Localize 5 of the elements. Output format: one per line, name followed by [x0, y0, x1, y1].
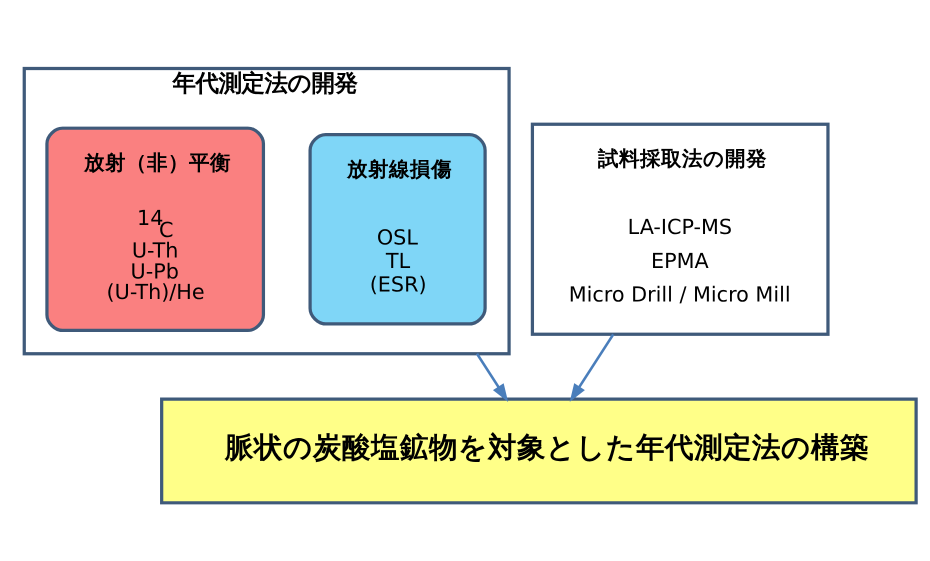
node-box: 試料採取法の開発 LA-ICP-MS EPMA Micro Drill / Micro Mill	[530, 122, 830, 336]
arrow	[476, 353, 508, 402]
node-box: 脈状の炭酸塩鉱物を対象とした年代測定法の構築	[160, 398, 918, 504]
node-box: 放射線損傷 OSL TL (ESR)	[308, 133, 487, 326]
arrow	[570, 334, 614, 402]
